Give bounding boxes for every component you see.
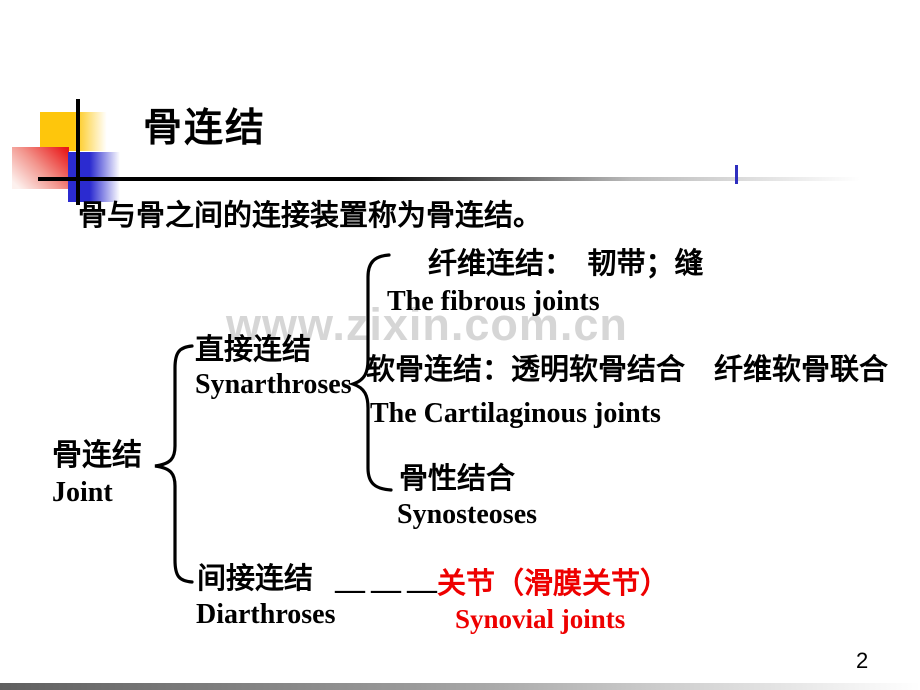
page-number: 2 (856, 648, 869, 673)
tree-direct-label-zh: 直接连结 (195, 334, 312, 366)
synovial-label-zh: 关节（滑膜关节） (437, 568, 670, 600)
watermark-text: www.zixin.com.cn (226, 299, 628, 350)
tree-synosteoses-label-zh: 骨性结合 (399, 463, 516, 495)
tree-indirect-label-zh: 间接连结 (197, 563, 314, 595)
tree-cartilaginous-label-en: The Cartilaginous joints (370, 398, 661, 429)
deco-red-square (12, 147, 69, 189)
tree-cartilaginous-label-zh: 软骨连结：透明软骨结合 纤维软骨联合 (366, 354, 889, 386)
bottom-gradient-bar (0, 683, 920, 690)
root-brace (154, 344, 194, 584)
tree-direct-label-en: Synarthroses (195, 369, 352, 400)
deco-yellow-square (40, 112, 108, 151)
tree-indirect-label-en: Diarthroses (196, 599, 336, 630)
tree-fibrous-label-en: The fibrous joints (387, 286, 600, 317)
title-underline (38, 177, 860, 181)
tree-root-label-zh: 骨连结 (52, 439, 142, 472)
tree-fibrous-label-zh: 纤维连结： 韧带；缝 (428, 248, 704, 280)
indirect-link-dashes: ——— (335, 573, 443, 606)
slide-title: 骨连结 (143, 107, 267, 150)
deco-blue-tick (735, 165, 738, 184)
intro-sentence: 骨与骨之间的连接装置称为骨连结。 (78, 200, 543, 232)
tree-synosteoses-label-en: Synosteoses (397, 499, 538, 530)
deco-vertical-line (76, 99, 80, 205)
synovial-label-en: Synovial joints (455, 604, 626, 634)
tree-root-label-en: Joint (52, 477, 113, 508)
